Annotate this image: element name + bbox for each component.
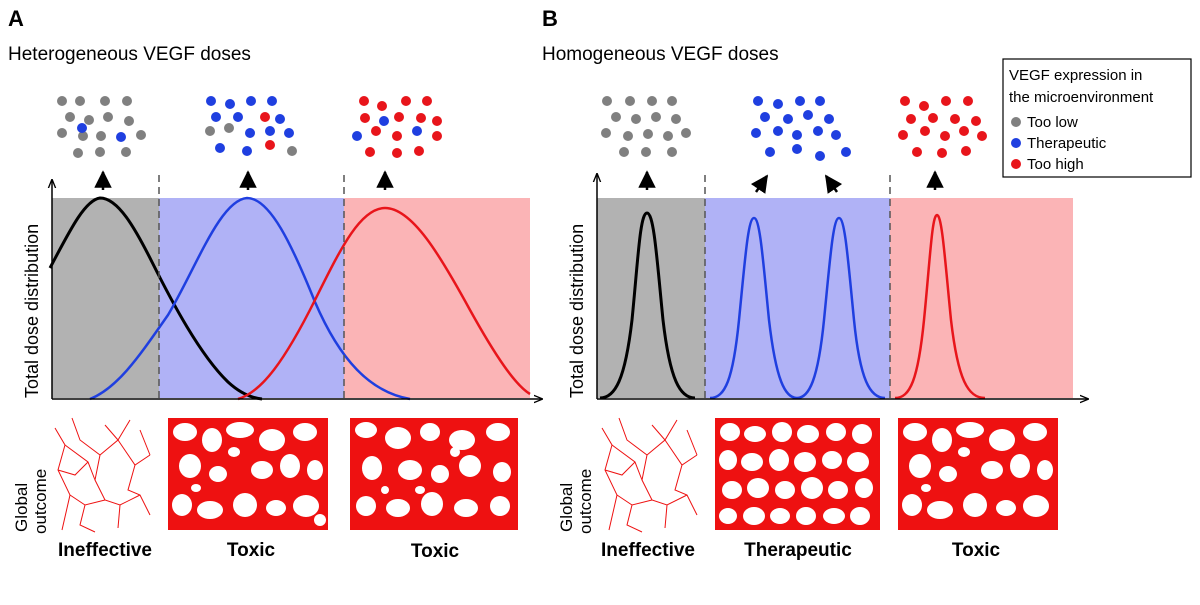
outcome-label: Toxic xyxy=(952,540,1001,561)
vessel-sparse xyxy=(54,417,151,533)
outcome-label-2: outcome xyxy=(576,469,595,534)
curve-low-dose xyxy=(599,211,696,400)
legend-swatch-therapeutic xyxy=(1011,138,1021,148)
curve-low-dose xyxy=(48,196,263,401)
panel-a-letter: A xyxy=(8,6,24,31)
vessel-network xyxy=(715,418,880,530)
vessel-sparse xyxy=(601,417,698,533)
panel-a-title: Heterogeneous VEGF doses xyxy=(8,44,251,65)
legend-item-therapeutic: Therapeutic xyxy=(1027,135,1107,152)
curve-mid-dose xyxy=(709,216,886,400)
outcome-label-1: Global xyxy=(12,483,31,532)
y-axis-label: Total dose distribution xyxy=(567,224,587,398)
band-too-high xyxy=(890,198,1073,398)
dot-cluster-mixed-mid xyxy=(205,96,297,156)
legend-title-line-2: the microenvironment xyxy=(1009,89,1154,106)
legend-title-line-1: VEGF expression in xyxy=(1009,67,1142,84)
vessel-dense xyxy=(898,418,1058,530)
legend-item-too-low: Too low xyxy=(1027,114,1078,131)
outcome-label-2: outcome xyxy=(31,469,50,534)
band-too-high xyxy=(344,198,530,398)
legend-swatch-too-high xyxy=(1011,159,1021,169)
outcome-label: Toxic xyxy=(411,541,460,562)
panel-b-letter: B xyxy=(542,6,558,31)
legend: VEGF expression in the microenvironment … xyxy=(1002,58,1192,178)
band-therapeutic xyxy=(705,198,890,398)
outcome-label: Ineffective xyxy=(601,540,695,561)
dot-cluster-mixed-high xyxy=(352,96,442,158)
band-too-low xyxy=(52,198,159,398)
outcome-label: Therapeutic xyxy=(744,540,852,561)
dot-cluster-too-low xyxy=(57,96,146,158)
outcome-label-1: Global xyxy=(557,483,576,532)
arrow-up-left xyxy=(824,174,843,194)
legend-item-too-high: Too high xyxy=(1027,156,1084,173)
curve-mid-dose xyxy=(89,196,411,401)
arrow-up-right xyxy=(750,174,769,194)
panel-b-title: Homogeneous VEGF doses xyxy=(542,44,779,65)
dot-cluster-too-low xyxy=(601,96,691,157)
vessel-dense xyxy=(350,418,518,530)
outcome-label: Toxic xyxy=(227,540,276,561)
legend-box xyxy=(1002,58,1192,178)
legend-swatch-too-low xyxy=(1011,117,1021,127)
curve-high-dose xyxy=(894,213,986,400)
panel-b: B Homogeneous VEGF doses Total dose dist… xyxy=(542,6,1088,561)
curve-high-dose xyxy=(237,206,531,401)
band-too-low xyxy=(597,198,705,398)
y-axis-label: Total dose distribution xyxy=(22,224,42,398)
outcome-label: Ineffective xyxy=(58,540,152,561)
vessel-dense xyxy=(168,418,328,530)
panel-a: A Heterogeneous VEGF doses Total dose di… xyxy=(8,6,542,562)
dot-cluster-therapeutic xyxy=(751,96,851,161)
dot-cluster-too-high xyxy=(898,96,987,158)
